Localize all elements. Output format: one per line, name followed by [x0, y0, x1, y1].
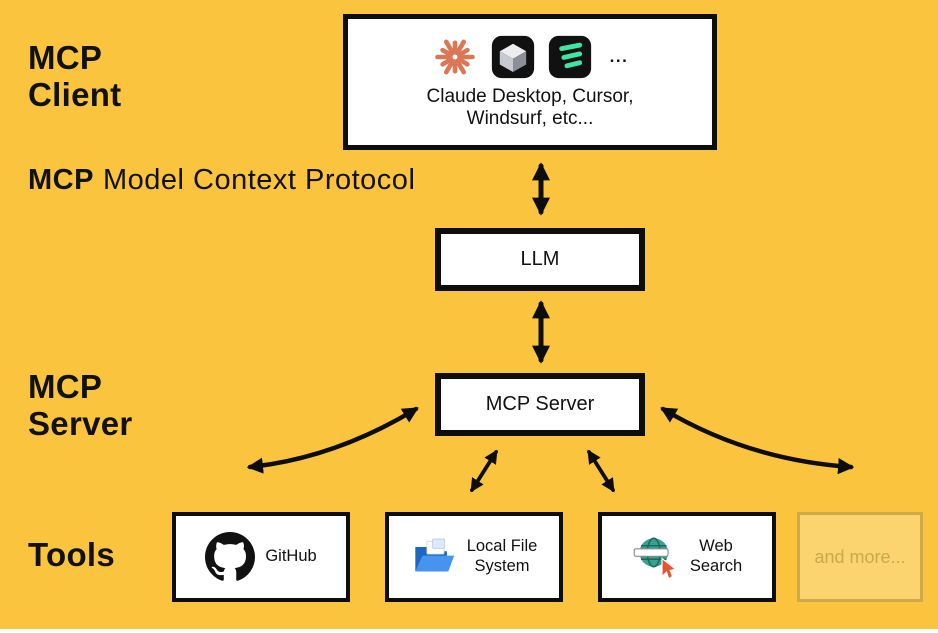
server-web-arrow [587, 449, 615, 493]
server-label: MCP Server [28, 368, 133, 442]
mcp-server-box: MCP Server [435, 373, 645, 436]
server-more-arrow [660, 406, 855, 475]
more-tools-box: and more... [797, 512, 923, 602]
local-files-tool-box: Local File System [385, 512, 563, 602]
github-icon [205, 532, 256, 581]
claude-icon [434, 39, 475, 75]
client-icons-row: ... [432, 34, 629, 80]
cursor-icon [491, 36, 534, 79]
local-files-label: Local File System [466, 537, 538, 575]
web-search-icon [633, 537, 677, 580]
llm-box: LLM [435, 228, 645, 291]
github-label: GitHub [265, 547, 317, 566]
client-box: ... Claude Desktop, Cursor, Windsurf, et… [343, 14, 717, 150]
server-github-arrow [246, 406, 419, 474]
tools-label: Tools [28, 536, 116, 573]
more-apps-ellipsis: ... [609, 47, 629, 67]
github-tool-box: GitHub [172, 512, 350, 602]
folder-icon [415, 538, 454, 572]
protocol-label-rest: Model Context Protocol [102, 164, 416, 196]
server-files-arrow [470, 449, 498, 493]
client-label: MCP Client [28, 39, 122, 113]
more-tools-label: and more... [814, 546, 906, 567]
mcp-server-label: MCP Server [485, 393, 595, 415]
windsurf-icon [548, 36, 591, 79]
canvas-bottom-edge [0, 629, 938, 633]
web-search-label: Web Search [689, 537, 743, 575]
client-caption: Claude Desktop, Cursor, Windsurf, etc... [426, 86, 634, 129]
web-search-tool-box: Web Search [598, 512, 776, 602]
llm-label: LLM [520, 248, 560, 270]
protocol-label-bold: MCP [28, 164, 94, 196]
